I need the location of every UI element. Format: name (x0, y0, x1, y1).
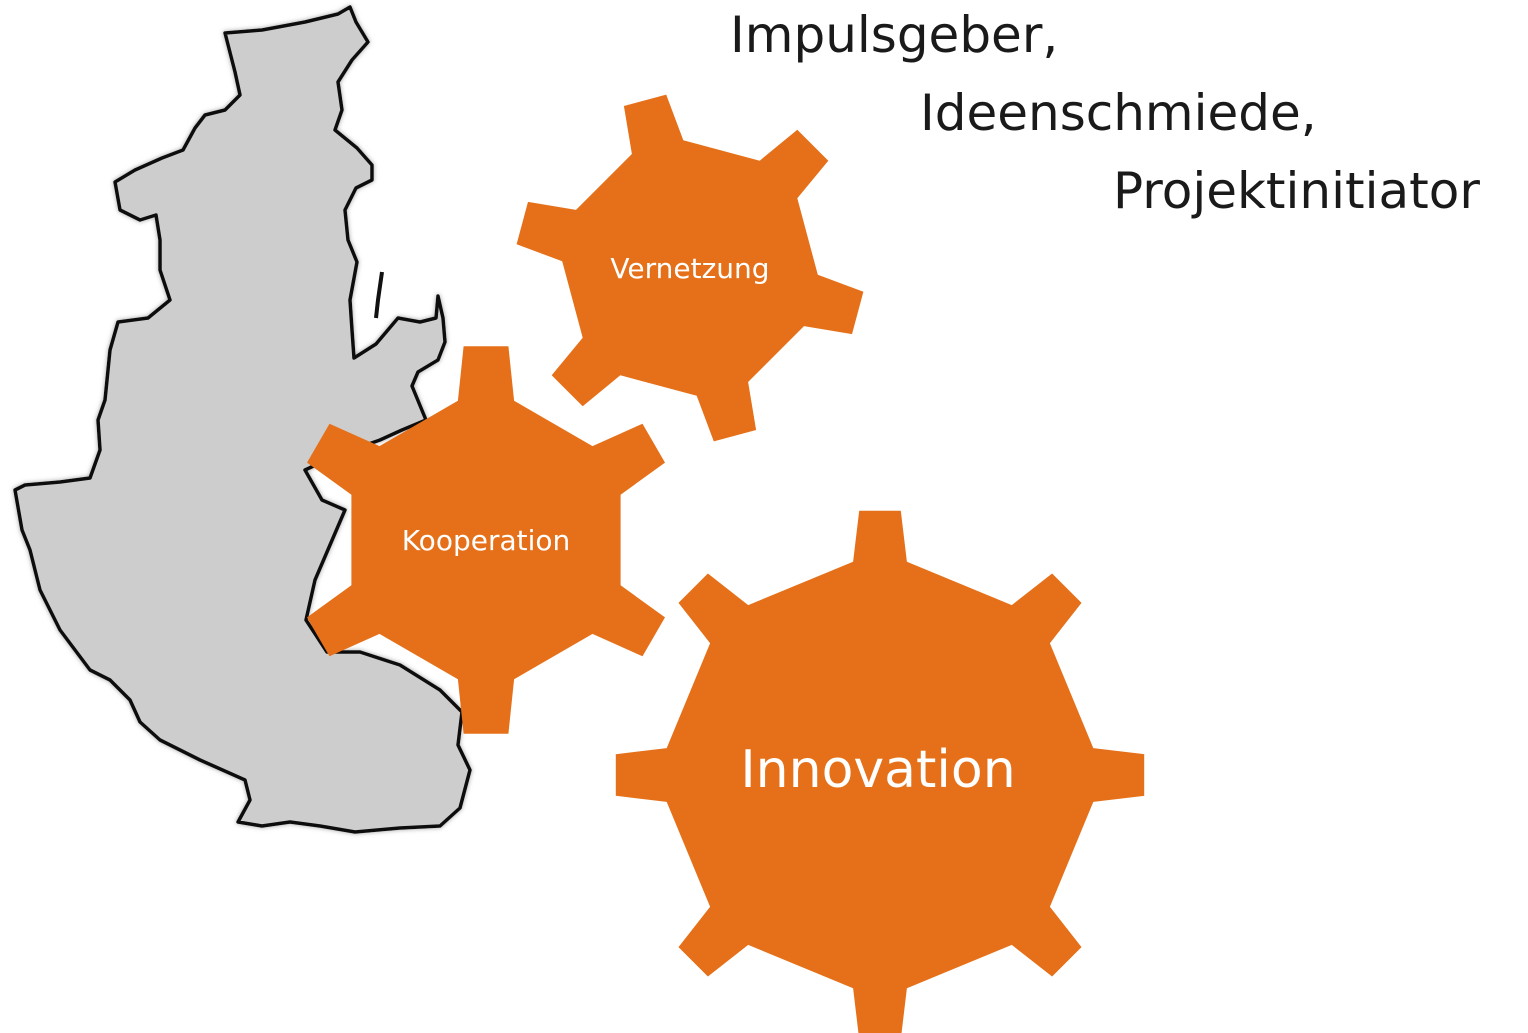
gear-label-kooperation: Kooperation (402, 524, 571, 557)
gear-vernetzung: Vernetzung (516, 94, 864, 442)
tagline-ideenschmiede: Ideenschmiede, (920, 84, 1317, 142)
gear-kooperation: Kooperation (307, 346, 665, 734)
gear-shape-vernetzung (516, 94, 864, 442)
tagline-impulsgeber: Impulsgeber, (730, 6, 1059, 64)
map-river-line (374, 271, 384, 319)
gear-label-vernetzung: Vernetzung (610, 252, 769, 285)
tagline-projektinitiator: Projektinitiator (1113, 162, 1480, 220)
gear-label-innovation: Innovation (740, 740, 1015, 800)
region-map (13, 5, 472, 834)
gear-shape-innovation (615, 510, 1145, 1033)
gear-innovation: Innovation (615, 510, 1145, 1033)
gear-shape-kooperation (307, 346, 665, 734)
